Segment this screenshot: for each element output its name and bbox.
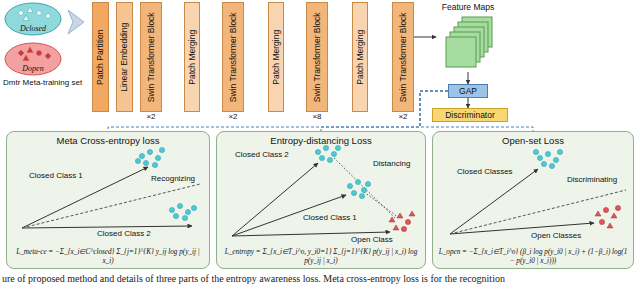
class-vector — [450, 169, 538, 234]
flow-arrow — [414, 37, 436, 38]
node-label: Swin Transformer Block — [147, 12, 156, 102]
loss-panel: Open-set LossL_open = −Σ_{x_i∈T_i^o} (β_… — [432, 131, 634, 269]
node-label: Dopen — [22, 65, 43, 73]
class-label: Closed Class 1 — [302, 214, 358, 223]
dataset-ellipse: Dopen — [4, 42, 62, 76]
node-label: Patch Merging — [356, 30, 365, 85]
node-label: Patch Partition — [96, 29, 105, 84]
process-box: GAP — [448, 84, 488, 98]
vector-rays — [22, 158, 626, 236]
action-label: Recognizing — [150, 175, 196, 184]
decision-line — [450, 190, 626, 234]
panel-ground — [6, 131, 210, 269]
node-label: Dclosed — [20, 25, 46, 33]
sample-symbol — [45, 13, 51, 19]
stage-block: Swin Transformer Block — [222, 2, 244, 112]
class-label: Closed Classes — [456, 168, 514, 177]
class-vector — [232, 163, 318, 236]
feature-maps: Feature Maps — [436, 2, 500, 72]
stage-block: Swin Transformer Block — [306, 2, 328, 112]
decision-line — [22, 184, 200, 228]
stage-block: Patch Partition — [92, 2, 109, 112]
panel-title: Entropy-distancing Loss — [270, 135, 371, 146]
flow-arrow — [468, 72, 469, 84]
closed-samples — [135, 145, 562, 220]
sample-symbol — [27, 47, 33, 53]
class-vector — [22, 226, 192, 228]
stage-block: Patch Merging — [352, 2, 368, 112]
flow-arrow — [468, 98, 469, 108]
feature-stack — [436, 2, 500, 72]
node-label: Patch Merging — [188, 30, 197, 85]
repeat-count: ×2 — [145, 113, 156, 122]
sample-symbol — [37, 11, 42, 16]
loss-formula: L_open = −Σ_{x_i∈T_i^o} (β_i log p(y_i0 … — [438, 248, 628, 265]
open-samples — [389, 205, 621, 231]
panel-title: Meta Cross-entropy loss — [57, 135, 160, 146]
sample-symbol — [18, 10, 24, 16]
stage-block: Swin Transformer Block — [140, 2, 162, 112]
node-label: Swin Transformer Block — [229, 12, 238, 102]
feature-map — [446, 37, 476, 67]
flow-chevron — [68, 10, 84, 34]
sample-symbol — [45, 53, 51, 59]
node-label: Swin Transformer Block — [399, 12, 408, 102]
class-label: Open Class — [350, 236, 394, 245]
node-label: Linear Embedding — [120, 23, 129, 92]
action-label: Discriminating — [566, 176, 618, 185]
stage-block: Patch Merging — [184, 2, 200, 112]
loss-formula: L_entropy = Σ_{x_i∈T_i^o, y_i0=1} Σ_{j=1… — [222, 248, 420, 265]
action-label: Distancing — [372, 160, 411, 169]
stage-block: Swin Transformer Block — [392, 2, 414, 112]
feature-link — [321, 91, 448, 131]
panel-ground — [216, 131, 426, 269]
stage-block: Linear Embedding — [116, 2, 133, 112]
repeat-count: ×2 — [227, 113, 238, 122]
class-label: Closed Class 2 — [96, 230, 152, 239]
process-box: Discriminator — [432, 108, 508, 122]
loss-panel: Meta Cross-entropy lossL_meta-ce = −Σ_{x… — [6, 131, 210, 269]
panel-title: Open-set Loss — [502, 135, 564, 146]
repeat-count: ×2 — [397, 113, 408, 122]
set-label: Dmtr Meta-training set — [2, 79, 83, 88]
panel-ground — [432, 131, 634, 269]
sample-symbol — [37, 51, 42, 56]
distance-line — [364, 192, 398, 217]
node-label: Feature Maps — [442, 2, 494, 12]
class-vector — [22, 167, 148, 228]
dataset-ellipse: Dclosed — [4, 2, 62, 36]
node-label: GAP — [459, 87, 477, 96]
node-label: Discriminator — [445, 111, 495, 120]
sample-symbol — [23, 55, 29, 61]
class-label: Closed Class 1 — [28, 172, 84, 181]
repeat-count: ×8 — [311, 113, 322, 122]
node-label: Swin Transformer Block — [313, 12, 322, 102]
node-label: Patch Merging — [272, 30, 281, 85]
loss-formula: L_meta-ce = −Σ_{x_i∈C^closed} Σ_{j=1}^{K… — [12, 248, 204, 265]
sample-symbol — [18, 50, 24, 56]
class-label: Closed Class 2 — [234, 151, 290, 160]
class-label: Open Classes — [530, 232, 582, 241]
stage-block: Patch Merging — [268, 2, 284, 112]
sample-symbol — [23, 15, 29, 21]
figure-caption: ure of proposed method and details of th… — [2, 273, 505, 284]
sample-symbol — [27, 7, 33, 13]
